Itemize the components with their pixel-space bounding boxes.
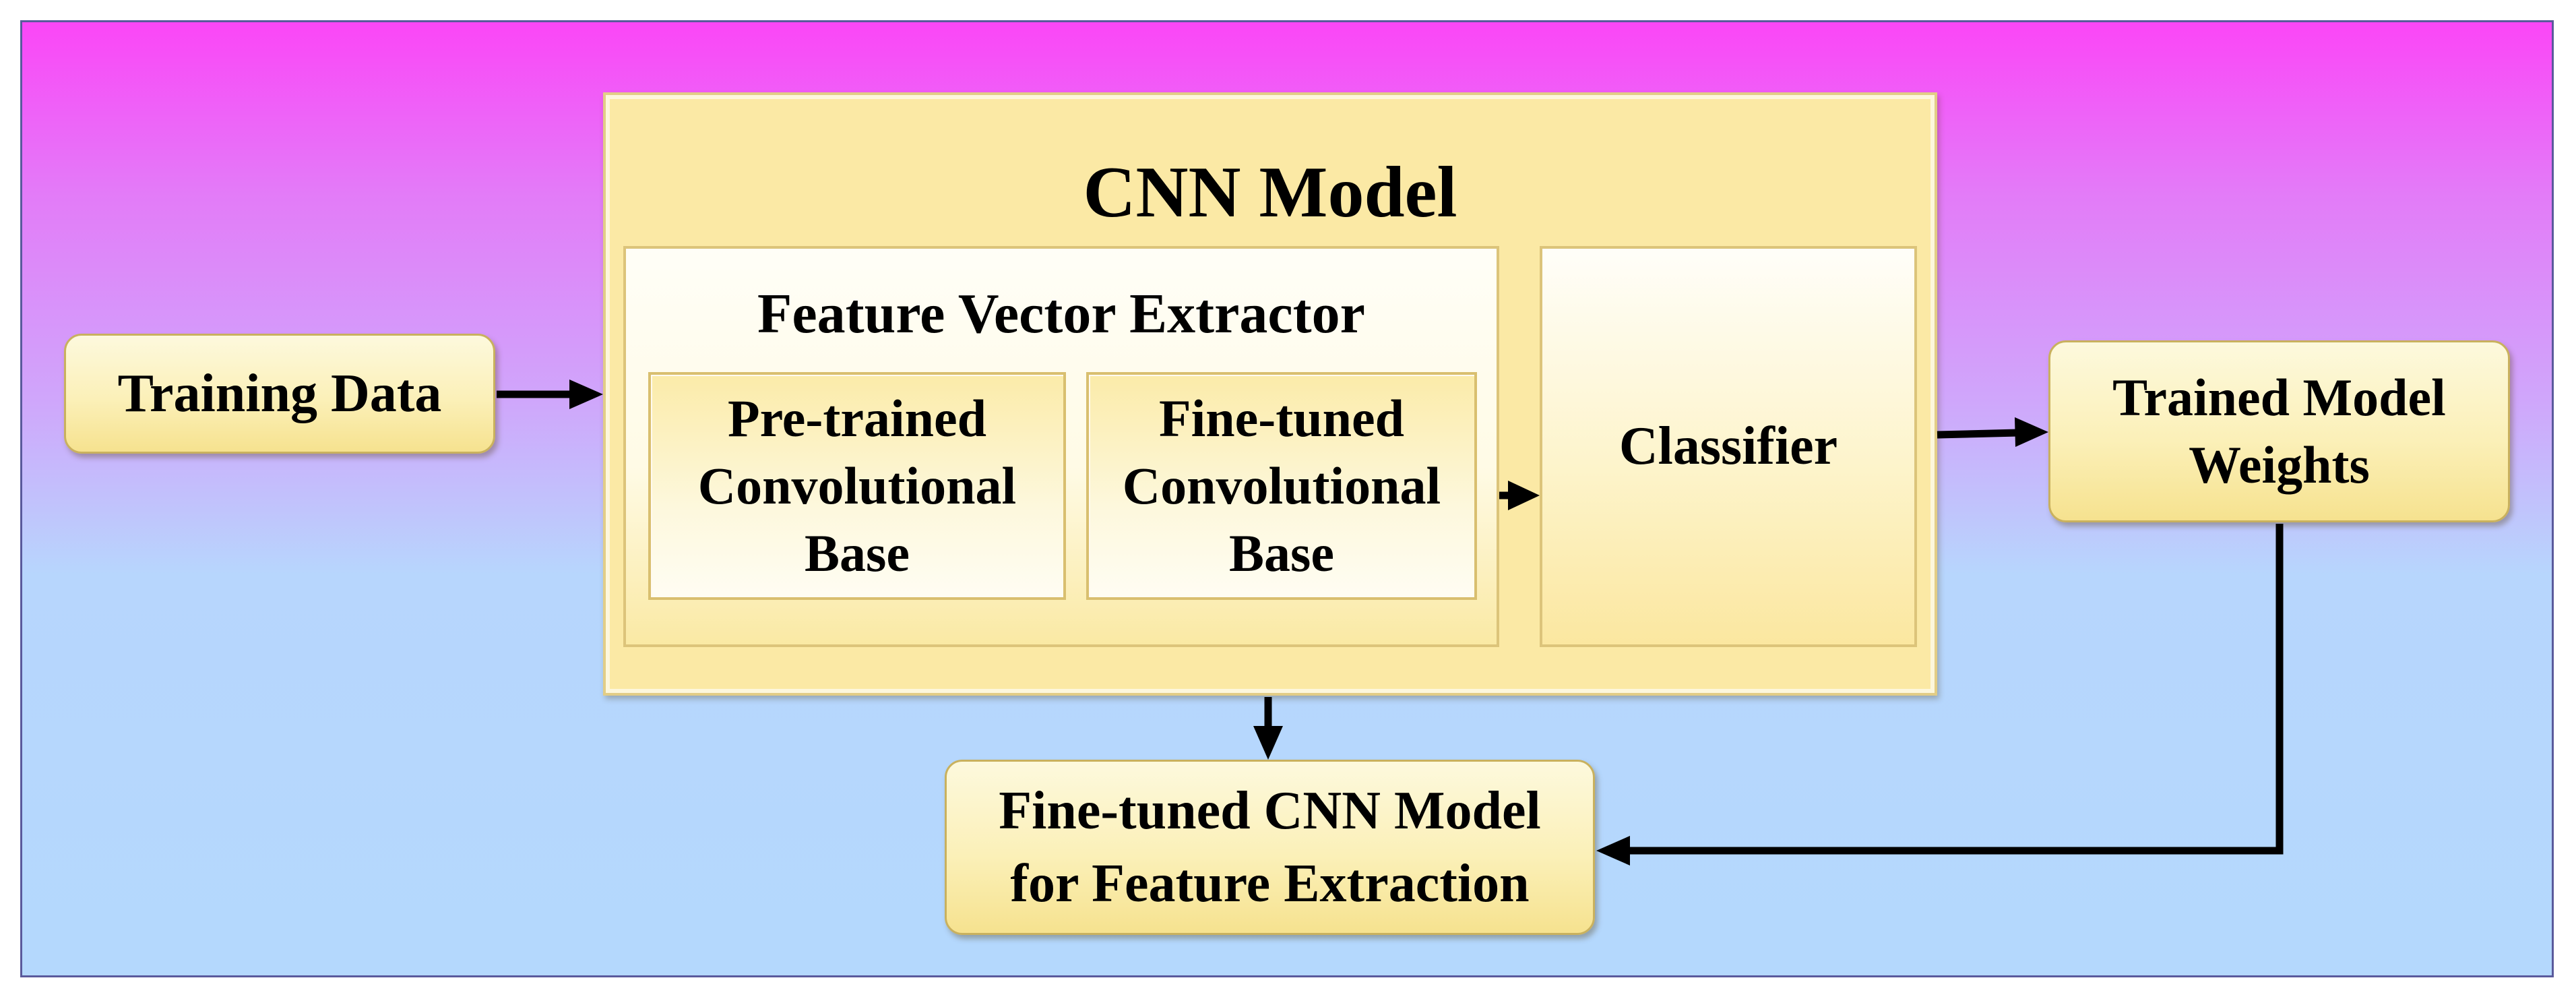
- training-data-node: Training Data: [64, 334, 495, 454]
- pretrained-base-line-3: Base: [805, 524, 910, 582]
- trained-weights-line-2: Weights: [2189, 435, 2370, 494]
- feature-vector-extractor-title: Feature Vector Extractor: [757, 282, 1365, 345]
- cnn-model-title: CNN Model: [1083, 152, 1457, 233]
- trained-model-weights-node: Trained Model Weights: [2048, 340, 2510, 522]
- finetuned-cnn-line-2: for Feature Extraction: [1010, 854, 1530, 913]
- finetuned-conv-base-node: Fine-tuned Convolutional Base: [1086, 372, 1477, 600]
- finetuned-base-line-3: Base: [1229, 524, 1334, 582]
- training-data-label: Training Data: [117, 363, 442, 423]
- classifier-label: Classifier: [1619, 417, 1838, 476]
- finetuned-base-line-1: Fine-tuned: [1158, 389, 1405, 448]
- classifier-node: Classifier: [1540, 246, 1917, 647]
- finetuned-cnn-line-1: Fine-tuned CNN Model: [999, 781, 1541, 841]
- finetuned-base-line-2: Convolutional: [1122, 456, 1441, 515]
- pretrained-conv-base-node: Pre-trained Convolutional Base: [648, 372, 1066, 600]
- trained-weights-line-1: Trained Model: [2112, 368, 2446, 427]
- pretrained-base-line-2: Convolutional: [697, 456, 1017, 515]
- finetuned-cnn-model-node: Fine-tuned CNN Model for Feature Extract…: [945, 760, 1595, 935]
- pretrained-base-line-1: Pre-trained: [727, 389, 987, 448]
